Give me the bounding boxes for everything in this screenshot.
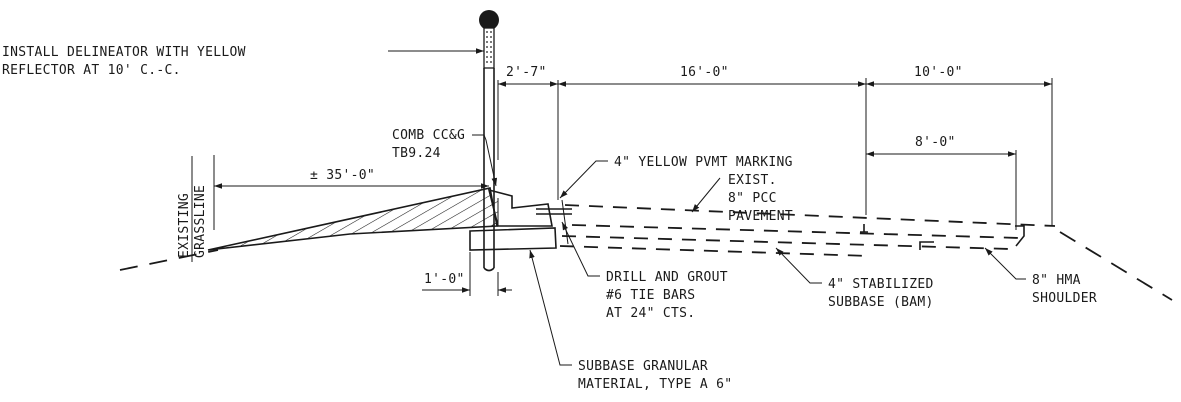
drill-label-line2: #6 TIE BARS — [606, 288, 695, 303]
granular-label-line1: SUBBASE GRANULAR — [578, 359, 708, 374]
hma-label-line1: 8" HMA — [1032, 273, 1081, 288]
exist-label-line1: EXIST. — [728, 173, 777, 188]
curb-hatch-block — [490, 195, 498, 226]
delineator-label-line1: INSTALL DELINEATOR WITH YELLOW — [2, 45, 246, 60]
dim-1-0: 1'-0" — [424, 272, 465, 287]
delineator-post — [479, 10, 499, 272]
drill-label-line3: AT 24" CTS. — [606, 306, 695, 321]
marking-label: 4" YELLOW PVMT MARKING — [614, 155, 793, 170]
subbase-label-line1: 4" STABILIZED — [828, 277, 934, 292]
subbase-label-line2: SUBBASE (BAM) — [828, 295, 934, 310]
curb-and-gutter — [487, 188, 553, 227]
hatched-embankment — [207, 187, 498, 251]
tie-bars — [536, 199, 572, 245]
grassline-dimension — [213, 155, 489, 230]
dim-16-0: 16'-0" — [680, 65, 729, 80]
delineator-label-line2: REFLECTOR AT 10' C.-C. — [2, 63, 181, 78]
delineator-reflector — [483, 27, 495, 69]
dim-8-0: 8'-0" — [915, 135, 956, 150]
top-dimensions — [497, 78, 1053, 230]
pavement-layers — [559, 204, 1056, 257]
granular-label-line2: MATERIAL, TYPE A 6" — [578, 377, 732, 392]
comb-label-line1: COMB CC&G — [392, 128, 465, 143]
comb-label-line2: TB9.24 — [392, 146, 441, 161]
grassline-label-line2: GRASSLINE — [193, 185, 208, 258]
existing-ground — [119, 231, 1173, 301]
reflector-dots — [486, 31, 492, 63]
drill-label-line1: DRILL AND GROUT — [606, 270, 728, 285]
dim-2-7: 2'-7" — [506, 65, 547, 80]
dim-10-0: 10'-0" — [914, 65, 963, 80]
exist-label-line3: PAVEMENT — [728, 209, 793, 224]
delineator-reflector-top — [479, 10, 499, 30]
grassline-label-line1: EXISTING — [177, 193, 192, 258]
exist-label-line2: 8" PCC — [728, 191, 777, 206]
hma-label-line2: SHOULDER — [1032, 291, 1097, 306]
dim-35-0: ± 35'-0" — [310, 168, 375, 183]
bottom-dimension — [422, 252, 512, 296]
subbase-granular-block — [469, 227, 557, 251]
